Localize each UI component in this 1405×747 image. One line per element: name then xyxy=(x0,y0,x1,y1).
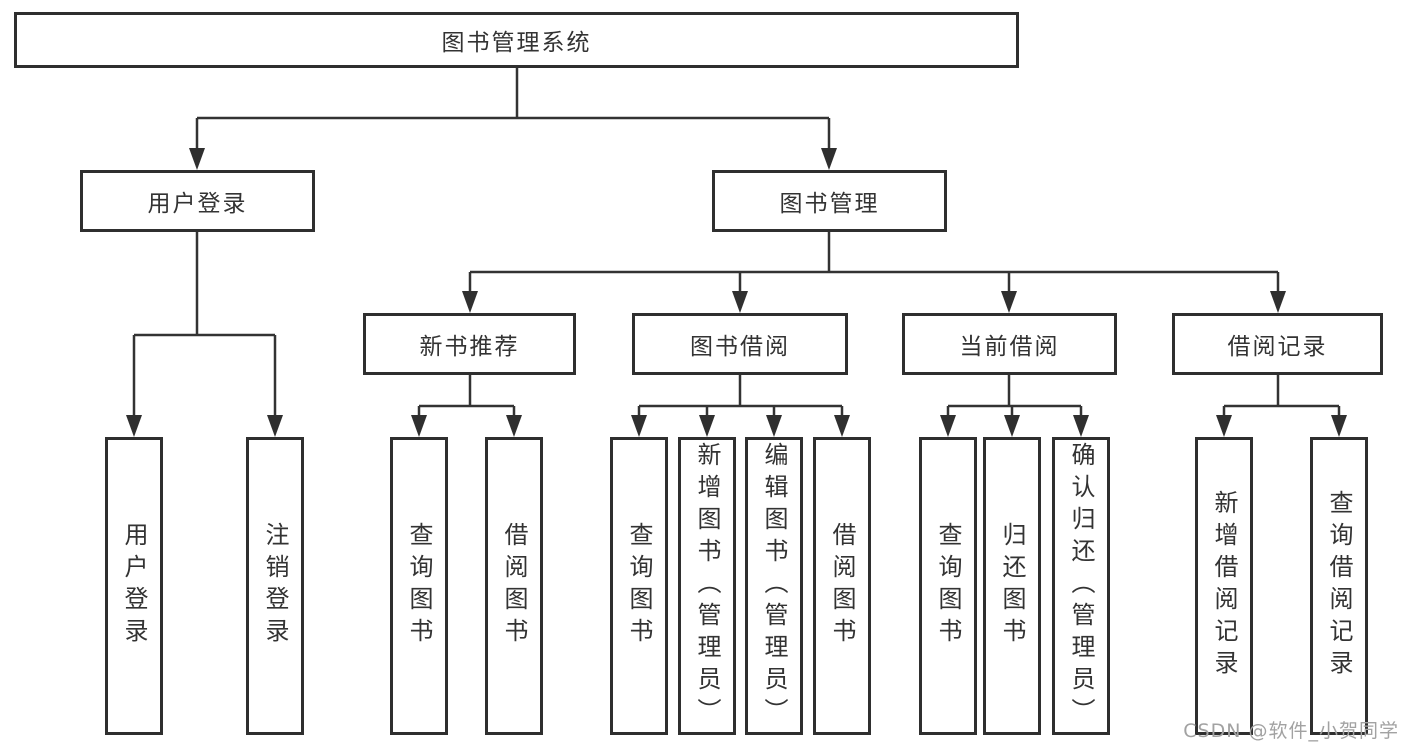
node-label: 注销登录 xyxy=(261,522,289,650)
node-label: 图书借阅 xyxy=(690,334,790,360)
node-label: 归还图书 xyxy=(998,522,1026,650)
node-book-management: 图书管理 xyxy=(712,170,947,232)
node-label: 新书推荐 xyxy=(419,334,520,360)
connector-borrow-records-children xyxy=(1222,375,1341,417)
arrow-down-icon xyxy=(189,148,205,170)
connector-current-borrow-children xyxy=(946,375,1083,417)
arrow-down-icon xyxy=(699,415,715,437)
node-label: 新增借阅记录 xyxy=(1210,490,1238,682)
node-label: 查询图书 xyxy=(625,522,653,650)
arrow-down-icon xyxy=(631,415,647,437)
node-label: 查询借阅记录 xyxy=(1325,490,1353,682)
node-root-system: 图书管理系统 xyxy=(14,12,1019,68)
leaf-add-borrow-record: 新增借阅记录 xyxy=(1195,437,1253,735)
node-borrow-records: 借阅记录 xyxy=(1172,313,1383,375)
connector-root-to-level2 xyxy=(195,68,831,150)
leaf-logout: 注销登录 xyxy=(246,437,304,735)
node-current-borrow: 当前借阅 xyxy=(902,313,1117,375)
arrow-down-icon xyxy=(1001,291,1017,313)
connector-book-borrow-children xyxy=(637,375,844,417)
node-label: 用户登录 xyxy=(147,191,248,217)
node-label: 新增图书（管理员） xyxy=(693,442,721,730)
arrow-down-icon xyxy=(1004,415,1020,437)
node-label: 图书管理 xyxy=(779,191,880,217)
leaf-return-books: 归还图书 xyxy=(983,437,1041,735)
arrow-down-icon xyxy=(1073,415,1089,437)
arrow-down-icon xyxy=(1270,291,1286,313)
connector-user-login-children xyxy=(132,232,277,417)
leaf-borrow-books: 借阅图书 xyxy=(813,437,871,735)
leaf-borrow-books: 借阅图书 xyxy=(485,437,543,735)
arrow-down-icon xyxy=(732,291,748,313)
leaf-query-books: 查询图书 xyxy=(919,437,977,735)
arrow-down-icon xyxy=(1216,415,1232,437)
node-label: 查询图书 xyxy=(405,522,433,650)
arrow-down-icon xyxy=(462,291,478,313)
leaf-add-books-admin: 新增图书（管理员） xyxy=(678,437,736,735)
connector-new-book-children xyxy=(417,375,516,417)
node-label: 图书管理系统 xyxy=(441,30,592,56)
leaf-query-books: 查询图书 xyxy=(610,437,668,735)
leaf-user-login: 用户登录 xyxy=(105,437,163,735)
leaf-query-books: 查询图书 xyxy=(390,437,448,735)
arrow-down-icon xyxy=(1331,415,1347,437)
leaf-query-borrow-record: 查询借阅记录 xyxy=(1310,437,1368,735)
node-label: 查询图书 xyxy=(934,522,962,650)
leaf-confirm-return-admin: 确认归还（管理员） xyxy=(1052,437,1110,735)
node-label: 用户登录 xyxy=(120,522,148,650)
node-user-login: 用户登录 xyxy=(80,170,315,232)
arrow-down-icon xyxy=(940,415,956,437)
node-label: 当前借阅 xyxy=(959,334,1060,360)
arrow-down-icon xyxy=(834,415,850,437)
leaf-edit-books-admin: 编辑图书（管理员） xyxy=(745,437,803,735)
connector-book-mgmt-children xyxy=(468,232,1280,293)
node-label: 确认归还（管理员） xyxy=(1067,442,1095,730)
node-new-book-recommend: 新书推荐 xyxy=(363,313,576,375)
node-label: 借阅图书 xyxy=(828,522,856,650)
node-label: 借阅图书 xyxy=(500,522,528,650)
arrow-down-icon xyxy=(506,415,522,437)
node-book-borrow: 图书借阅 xyxy=(632,313,848,375)
arrow-down-icon xyxy=(821,148,837,170)
arrow-down-icon xyxy=(126,415,142,437)
arrow-down-icon xyxy=(766,415,782,437)
node-label: 借阅记录 xyxy=(1227,334,1328,360)
node-label: 编辑图书（管理员） xyxy=(760,442,788,730)
arrow-down-icon xyxy=(411,415,427,437)
arrow-down-icon xyxy=(267,415,283,437)
